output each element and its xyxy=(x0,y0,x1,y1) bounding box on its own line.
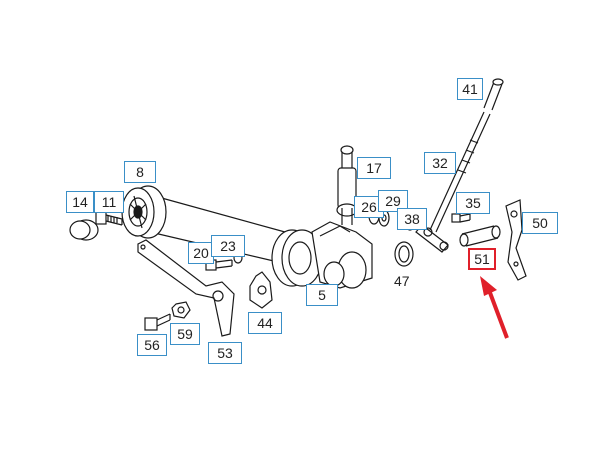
callout-35[interactable]: 35 xyxy=(456,192,490,214)
callout-32[interactable]: 32 xyxy=(424,152,456,174)
callout-56[interactable]: 56 xyxy=(137,334,167,356)
callout-11[interactable]: 11 xyxy=(94,191,124,213)
callout-41[interactable]: 41 xyxy=(457,78,483,100)
callout-38[interactable]: 38 xyxy=(397,208,427,230)
rod-32-icon xyxy=(429,78,504,233)
bolt-11-icon xyxy=(95,211,123,226)
arm-53-icon xyxy=(137,239,235,337)
nut-59-icon xyxy=(171,301,191,319)
pulley-8-icon xyxy=(121,185,167,239)
callout-51-highlighted[interactable]: 51 xyxy=(468,248,496,270)
red-pointer-arrow-icon xyxy=(480,276,509,339)
callout-44[interactable]: 44 xyxy=(248,312,282,334)
callout-14[interactable]: 14 xyxy=(66,191,94,213)
tensioner-5-icon xyxy=(271,221,373,289)
label-47: 47 xyxy=(394,273,410,289)
callout-5[interactable]: 5 xyxy=(306,284,338,306)
callout-50[interactable]: 50 xyxy=(522,212,558,234)
ring-47-icon xyxy=(394,241,414,267)
pin-51-icon xyxy=(459,225,501,247)
callout-23[interactable]: 23 xyxy=(211,235,245,257)
cap-14-icon xyxy=(69,219,99,241)
callout-26[interactable]: 26 xyxy=(354,196,384,218)
callout-17[interactable]: 17 xyxy=(357,157,391,179)
clip-44-icon xyxy=(249,271,273,309)
callout-53[interactable]: 53 xyxy=(208,342,242,364)
callout-8[interactable]: 8 xyxy=(124,161,156,183)
bolt-35-icon xyxy=(451,213,471,223)
callout-59[interactable]: 59 xyxy=(170,323,200,345)
bolt-20-icon xyxy=(205,252,243,271)
bolt-56-icon xyxy=(144,313,171,331)
callout-29[interactable]: 29 xyxy=(378,190,408,212)
bracket-50-icon xyxy=(505,199,527,281)
belt-line xyxy=(157,196,286,233)
